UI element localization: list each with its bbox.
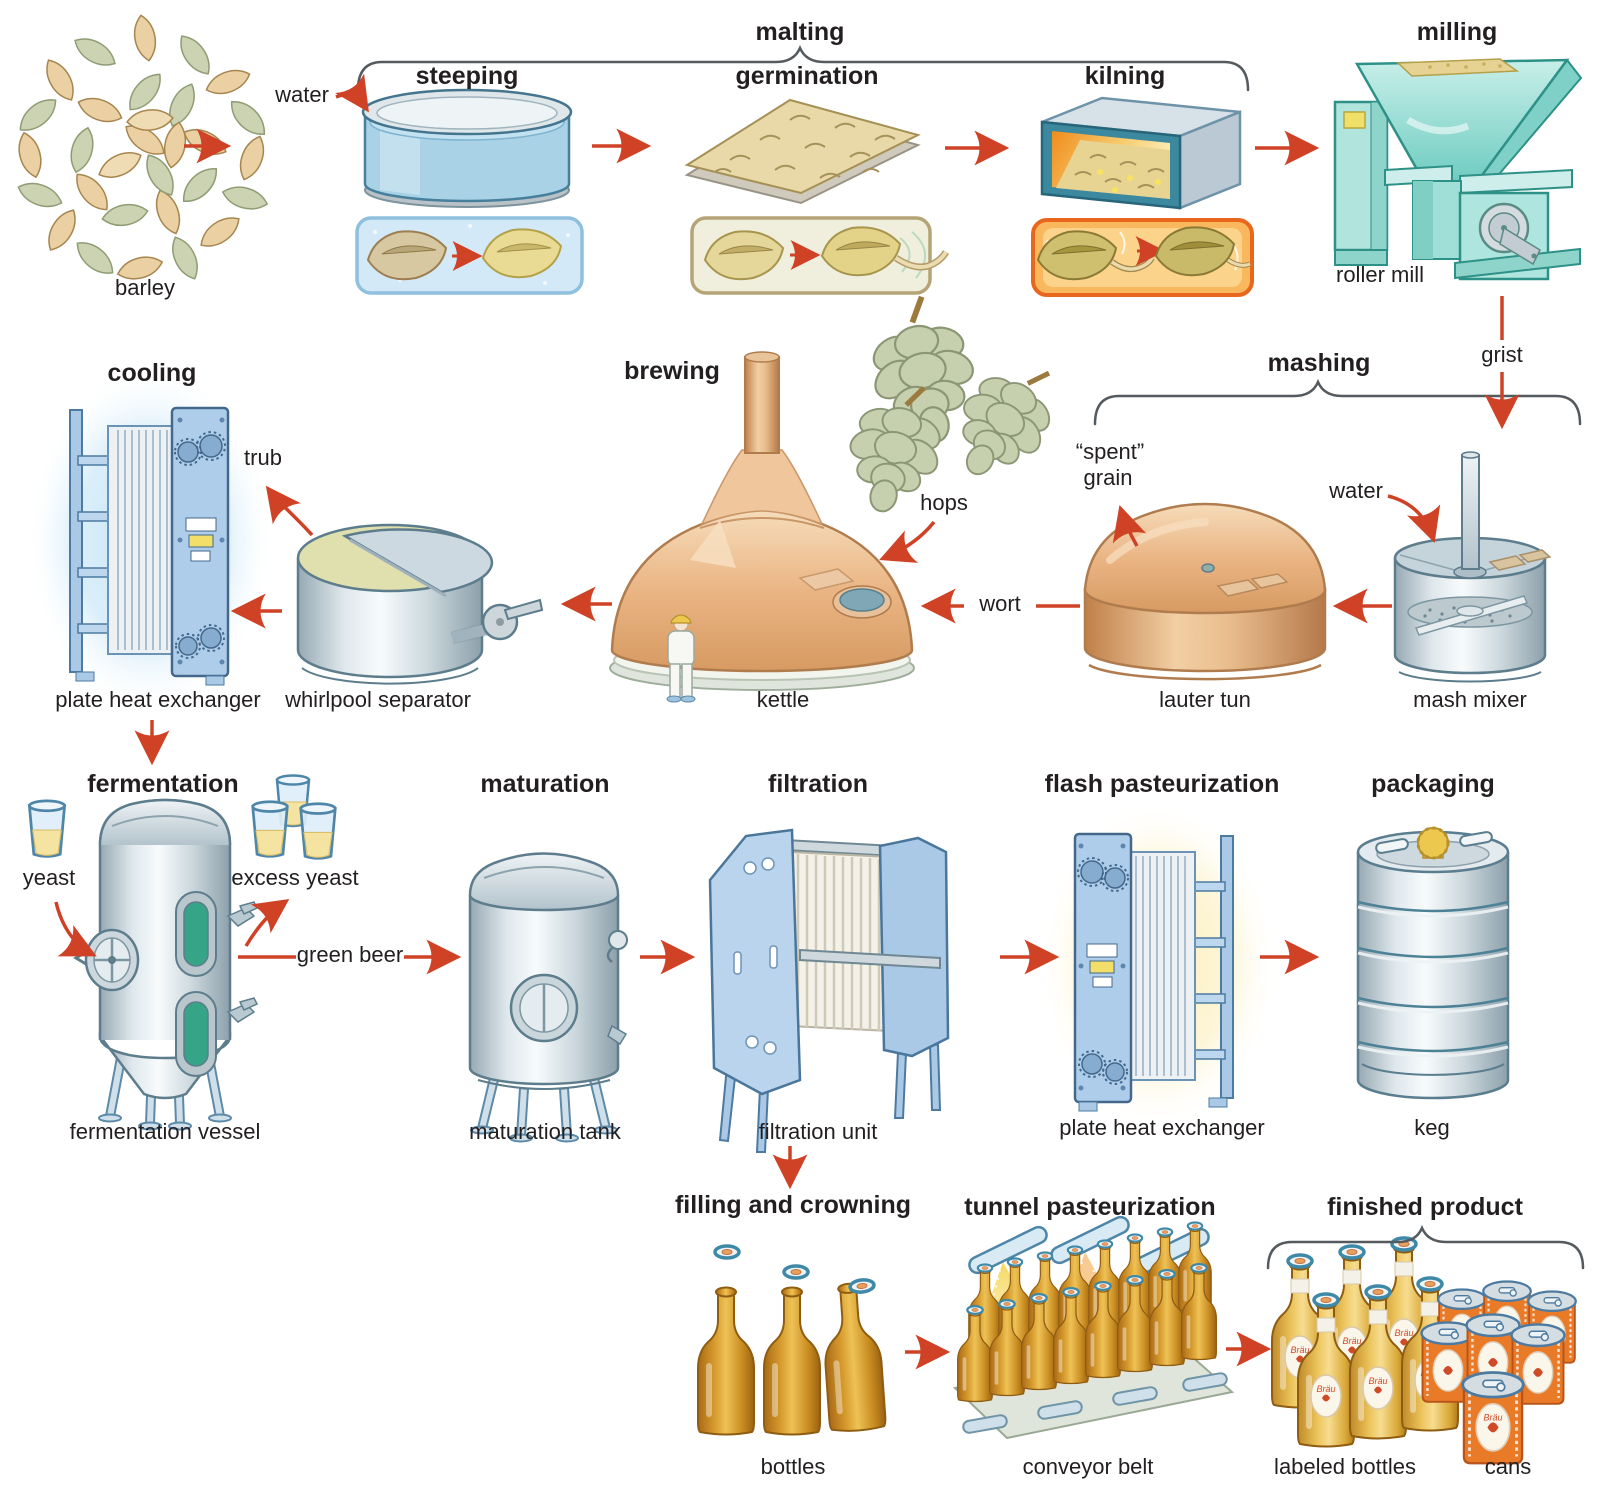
lauter-tun-label: lauter tun <box>1159 687 1251 712</box>
mash-mixer-label: mash mixer <box>1413 687 1527 712</box>
green-beer-label: green beer <box>296 942 404 967</box>
can-brand-text: Bräu <box>1484 1413 1503 1423</box>
brew-kettle-icon <box>609 351 915 703</box>
whirlpool-separator-label: whirlpool separator <box>285 687 471 712</box>
malting-title: malting <box>755 18 845 46</box>
roller-mill-icon <box>1333 58 1583 281</box>
brewing-title: brewing <box>624 357 720 385</box>
filtration-title: filtration <box>768 770 868 798</box>
spent-grain-label-line1: “spent” <box>1075 439 1145 464</box>
excess-yeast-glasses-icon <box>251 774 337 860</box>
labeled-bottles-label: labeled bottles <box>1274 1454 1416 1479</box>
kettle-label: kettle <box>756 687 810 712</box>
maturation-title: maturation <box>480 770 610 798</box>
hops-icon <box>831 288 1079 523</box>
steeping-vessel-icon <box>361 88 573 208</box>
keg-icon <box>1356 826 1510 1100</box>
mash-mixer-icon <box>1393 451 1552 683</box>
water-mashing-label: water <box>1329 478 1383 503</box>
filling-bottles-icon <box>698 1244 886 1435</box>
mashing-title: mashing <box>1267 349 1371 377</box>
cooling-title: cooling <box>107 359 197 387</box>
maturation-tank-label: maturation tank <box>469 1119 621 1144</box>
bottles-label: bottles <box>760 1454 826 1479</box>
mashing-bracket <box>1093 378 1582 426</box>
bottle-brand-text: Bräu <box>1290 1345 1309 1355</box>
yeast-label: yeast <box>22 865 76 890</box>
milling-title: milling <box>1416 18 1498 46</box>
germination-tray-icon <box>684 98 921 205</box>
barley-pile-icon <box>13 12 273 285</box>
yeast-glass-icon <box>28 799 66 858</box>
filtration-unit-icon <box>708 828 950 1153</box>
filtration-unit-label: filtration unit <box>758 1119 878 1144</box>
excess-yeast-label: excess yeast <box>231 865 359 890</box>
fermentation-title: fermentation <box>87 770 239 798</box>
plate-heat-exchanger-label: plate heat exchanger <box>55 687 261 712</box>
labeled-bottles-icon: Bräu <box>1272 1238 1458 1447</box>
hops-label: hops <box>920 490 968 515</box>
steeping-grain-inset <box>355 216 584 295</box>
finished-product-title: finished product <box>1327 1193 1523 1221</box>
barley-label: barley <box>115 275 175 300</box>
steeping-label: steeping <box>415 62 519 90</box>
fermentation-vessel-icon <box>73 798 259 1131</box>
kilning-oven-icon <box>1040 96 1242 210</box>
lauter-tun-icon <box>1083 502 1327 681</box>
fermentation-vessel-label: fermentation vessel <box>69 1119 261 1144</box>
kilning-grain-inset <box>1031 218 1254 297</box>
flash-plate-heat-exchanger-label: plate heat exchanger <box>1059 1115 1265 1140</box>
spent-grain-label-line2: grain <box>1083 465 1133 490</box>
cans-icon: Bräu <box>1420 1280 1577 1465</box>
germination-label: germination <box>735 62 879 90</box>
kilning-label: kilning <box>1084 62 1166 90</box>
flow-arrows <box>54 73 1520 1370</box>
water-steeping-label: water <box>275 82 329 107</box>
flash-pasteurization-title: flash pasteurization <box>1044 770 1280 798</box>
trub-label: trub <box>244 445 282 470</box>
malting-bracket <box>356 44 1250 92</box>
germination-grain-inset <box>690 216 950 295</box>
finished-product-bracket <box>1266 1224 1585 1270</box>
cans-label: cans <box>1484 1454 1532 1479</box>
tunnel-pasteurizer-icon <box>952 1215 1235 1440</box>
filling-and-crowning-title: filling and crowning <box>674 1191 912 1219</box>
wort-label: wort <box>979 591 1021 616</box>
grist-label: grist <box>1481 342 1523 367</box>
brewer-figure-icon <box>666 614 696 703</box>
conveyor-belt-label: conveyor belt <box>1022 1454 1154 1479</box>
tunnel-pasteurization-title: tunnel pasteurization <box>964 1193 1216 1221</box>
roller-mill-label: roller mill <box>1336 262 1424 287</box>
maturation-tank-icon <box>468 852 628 1143</box>
whirlpool-separator-icon <box>296 523 544 685</box>
packaging-title: packaging <box>1371 770 1495 798</box>
keg-label: keg <box>1414 1115 1450 1140</box>
